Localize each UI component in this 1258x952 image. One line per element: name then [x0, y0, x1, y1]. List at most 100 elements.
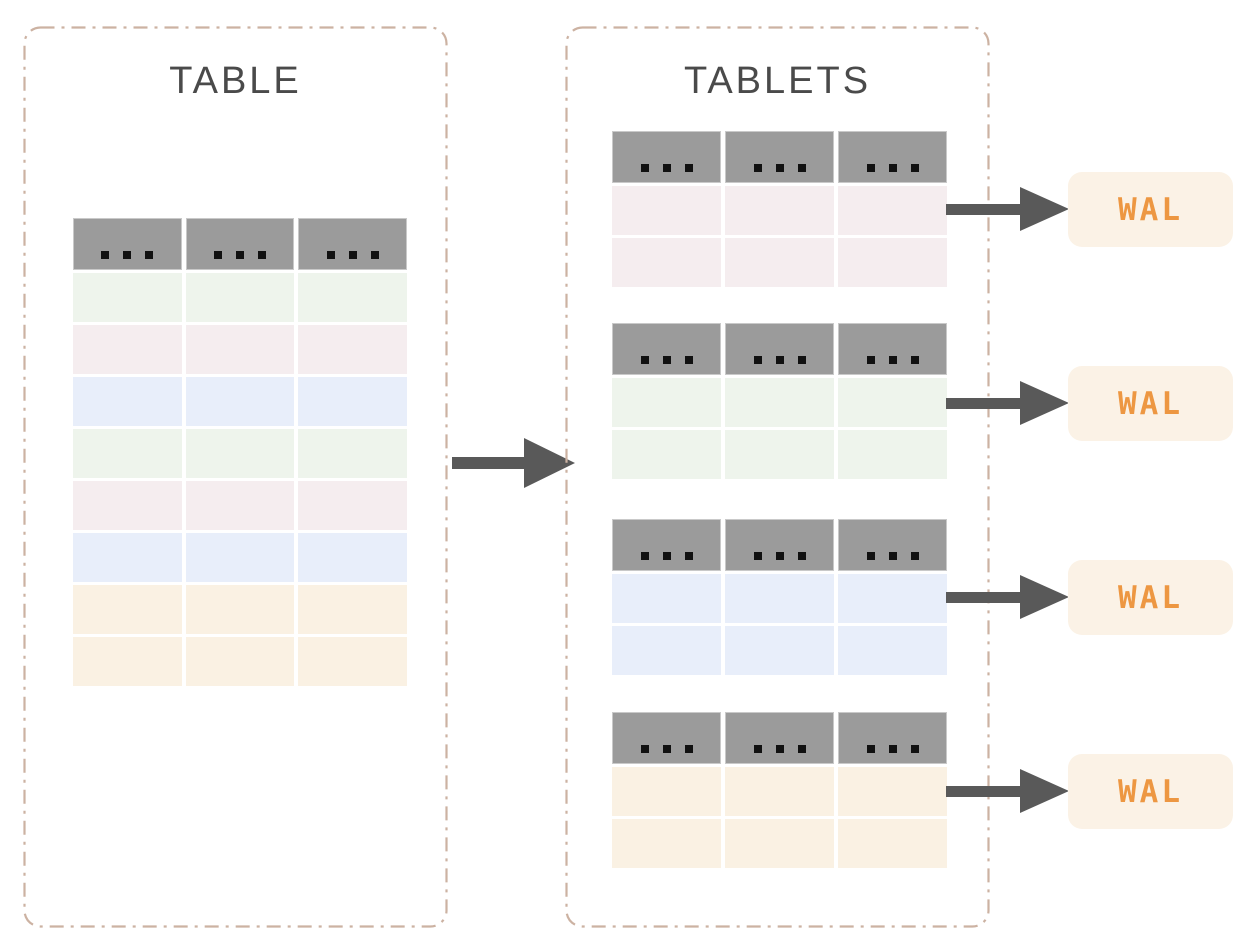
table-cell-green: [73, 273, 182, 322]
ellipsis-icon: [753, 356, 806, 364]
table-cell-pink: [838, 238, 947, 287]
table-row: [73, 533, 407, 582]
table-cell-green: [838, 430, 947, 479]
table-cell-pink: [725, 186, 834, 235]
ellipsis-icon: [866, 164, 919, 172]
wal-box-2: WAL: [1068, 366, 1233, 441]
table-row: [612, 767, 947, 816]
ellipsis-icon: [866, 356, 919, 364]
ellipsis-icon: [326, 251, 379, 259]
ellipsis-icon: [640, 356, 693, 364]
table-cell-green: [185, 429, 295, 478]
table-cell-blue: [185, 377, 295, 426]
table-cell-green: [73, 429, 182, 478]
ellipsis-icon: [640, 164, 693, 172]
table-cell-blue: [298, 533, 407, 582]
table-row: [73, 325, 407, 374]
ellipsis-icon: [753, 164, 806, 172]
table-header-row: [612, 323, 947, 375]
table-header-row: [612, 519, 947, 571]
table-header-cell: [838, 131, 947, 183]
table-header-cell: [725, 519, 834, 571]
wal-box-1: WAL: [1068, 172, 1233, 247]
wal-label: WAL: [1118, 773, 1183, 810]
table-cell-pink: [73, 481, 182, 530]
table-cell-blue: [838, 626, 947, 675]
table-cell-blue: [298, 377, 407, 426]
table-cell-blue: [612, 574, 721, 623]
tablet-1: [612, 131, 947, 287]
table-panel-title: TABLE: [169, 60, 302, 102]
table-header-cell: [838, 323, 947, 375]
tablet2-to-wal-arrow: [946, 381, 1069, 425]
ellipsis-icon: [753, 745, 806, 753]
table-row: [612, 378, 947, 427]
tablet-3: [612, 519, 947, 675]
wal-label: WAL: [1118, 191, 1183, 228]
table-cell-pink: [298, 325, 407, 374]
table-cell-pink: [73, 325, 182, 374]
table-row: [73, 585, 407, 634]
table-cell-blue: [612, 626, 721, 675]
wal-box-4: WAL: [1068, 754, 1233, 829]
table-header-cell: [612, 323, 721, 375]
table-cell-green: [725, 378, 834, 427]
table-cell-green: [725, 430, 834, 479]
source-table: [73, 218, 407, 686]
ellipsis-icon: [640, 745, 693, 753]
tablet3-to-wal-arrow: [946, 575, 1069, 619]
table-header-cell: [612, 131, 721, 183]
table-cell-orange: [612, 767, 721, 816]
table-cell-green: [838, 378, 947, 427]
table-cell-pink: [725, 238, 834, 287]
table-cell-pink: [185, 481, 295, 530]
ellipsis-icon: [213, 251, 266, 259]
tablet-2: [612, 323, 947, 479]
ellipsis-icon: [753, 552, 806, 560]
ellipsis-icon: [866, 552, 919, 560]
ellipsis-icon: [866, 745, 919, 753]
table-header-row: [612, 712, 947, 764]
table-cell-pink: [612, 186, 721, 235]
table-row: [73, 377, 407, 426]
table-cell-orange: [298, 585, 407, 634]
table-cell-orange: [612, 819, 721, 868]
table-panel: TABLE: [23, 26, 448, 928]
ellipsis-icon: [101, 251, 154, 259]
ellipsis-icon: [640, 552, 693, 560]
table-header-cell: [725, 712, 834, 764]
table-cell-pink: [838, 186, 947, 235]
tablet-4: [612, 712, 947, 868]
table-row: [73, 481, 407, 530]
table-header-cell: [725, 323, 834, 375]
wal-box-3: WAL: [1068, 560, 1233, 635]
table-cell-orange: [298, 637, 407, 686]
tablet1-to-wal-arrow: [946, 187, 1069, 231]
table-cell-blue: [185, 533, 295, 582]
dashed-border: [23, 26, 448, 928]
table-cell-blue: [73, 533, 182, 582]
table-row: [73, 273, 407, 322]
tablets-panel-title: TABLETS: [683, 60, 872, 102]
table-header-cell: [73, 218, 182, 270]
table-cell-blue: [838, 574, 947, 623]
table-cell-orange: [725, 767, 834, 816]
table-header-row: [73, 218, 407, 270]
table-cell-orange: [185, 585, 295, 634]
table-to-tablets-arrow: [452, 438, 575, 488]
table-cell-orange: [73, 585, 182, 634]
table-cell-blue: [725, 626, 834, 675]
table-row: [73, 429, 407, 478]
table-header-row: [612, 131, 947, 183]
table-cell-pink: [612, 238, 721, 287]
table-header-cell: [838, 712, 947, 764]
table-cell-orange: [838, 767, 947, 816]
table-cell-blue: [725, 574, 834, 623]
table-cell-green: [612, 430, 721, 479]
table-header-cell: [725, 131, 834, 183]
table-cell-green: [298, 273, 407, 322]
table-cell-pink: [185, 325, 295, 374]
table-row: [612, 819, 947, 868]
table-cell-green: [298, 429, 407, 478]
